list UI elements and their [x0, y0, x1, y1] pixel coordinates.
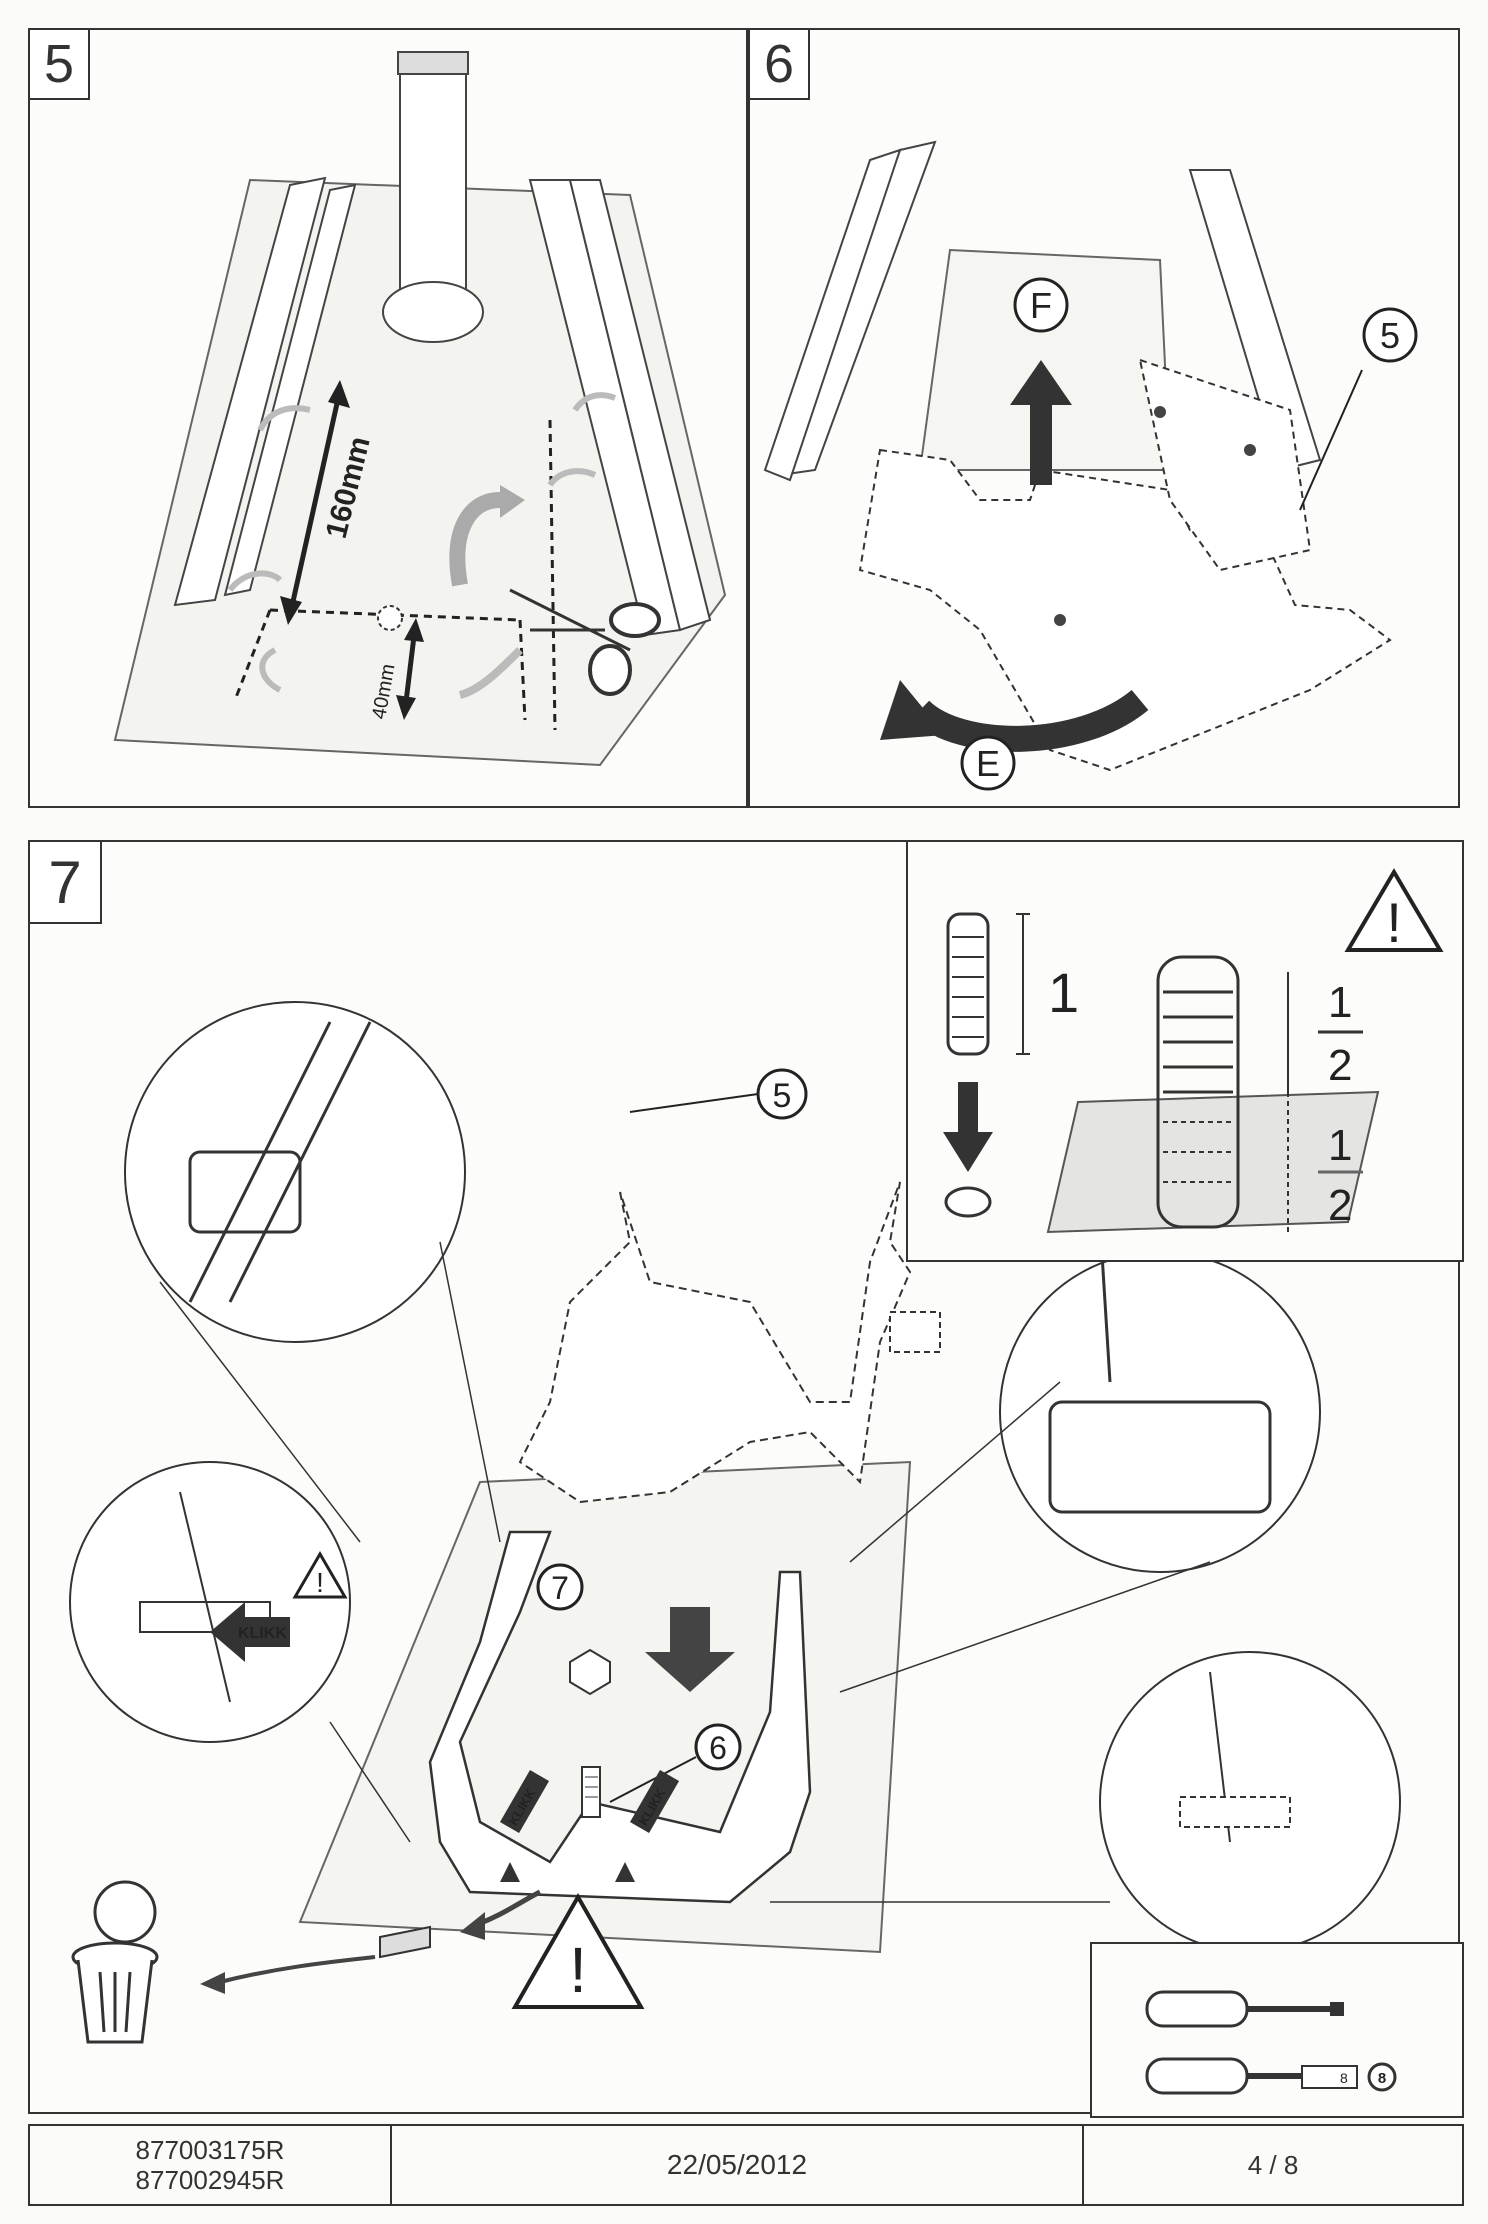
callout-6: 6	[709, 1730, 727, 1766]
half-den-2: 2	[1328, 1181, 1352, 1230]
label-f: F	[1030, 285, 1052, 326]
half-num-1: 1	[1328, 978, 1352, 1027]
half-den-1: 2	[1328, 1041, 1352, 1090]
socket-size: 8	[1340, 2070, 1348, 2086]
socket-badge: 8	[1378, 2070, 1386, 2087]
tools-illustration: 8 8	[1145, 1990, 1397, 2095]
callout-5: 5	[1380, 315, 1400, 356]
footer-refs: 877003175R 877002945R	[30, 2126, 392, 2204]
footer: 877003175R 877002945R 22/05/2012 4 / 8	[28, 2124, 1464, 2206]
callout-5-step7: 5	[773, 1077, 792, 1115]
inset-warning: !	[1386, 891, 1402, 954]
flat-screwdriver-icon	[1145, 1990, 1344, 2028]
scissors-icon	[509, 588, 661, 696]
label-e: E	[976, 743, 1000, 784]
step-7-number: 7	[28, 840, 102, 924]
screw-depth-inset: ! 1	[906, 840, 1464, 1262]
warning-small: !	[316, 1567, 324, 1598]
step-7-panel: 7 KLIKK !	[28, 840, 1464, 2118]
tools-box: 8 8	[1090, 1942, 1464, 2118]
step-6-panel: 6 F E 5	[748, 28, 1460, 808]
socket-driver-icon: 8 8	[1145, 2057, 1397, 2095]
warning-big: !	[569, 1934, 587, 2006]
step-5-panel: 5 160mm 40mm	[28, 28, 748, 808]
ref-2: 877002945R	[135, 2165, 285, 2195]
klikk-label-left: KLIKK	[238, 1625, 287, 1642]
half-num-2: 1	[1328, 1121, 1352, 1170]
step-6-number: 6	[748, 28, 810, 100]
date-text: 22/05/2012	[666, 2149, 808, 2180]
footer-date: 22/05/2012	[392, 2126, 1084, 2204]
page-number: 4 / 8	[1247, 2149, 1299, 2180]
footer-page: 4 / 8	[1084, 2126, 1462, 2204]
callout-7: 7	[551, 1570, 569, 1606]
step-7-illustration: KLIKK ! 5 7 6 KLIKK K	[69, 1001, 1401, 2044]
screw-depth-illustration: ! 1	[943, 868, 1444, 1234]
step-5-illustration: 160mm 40mm	[113, 51, 727, 767]
ref-1: 877003175R	[135, 2135, 285, 2165]
full-depth-label: 1	[1048, 961, 1079, 1024]
step-5-number: 5	[28, 28, 90, 100]
step-6-illustration: F E 5	[763, 140, 1418, 791]
trash-bin-icon	[71, 1880, 159, 2044]
